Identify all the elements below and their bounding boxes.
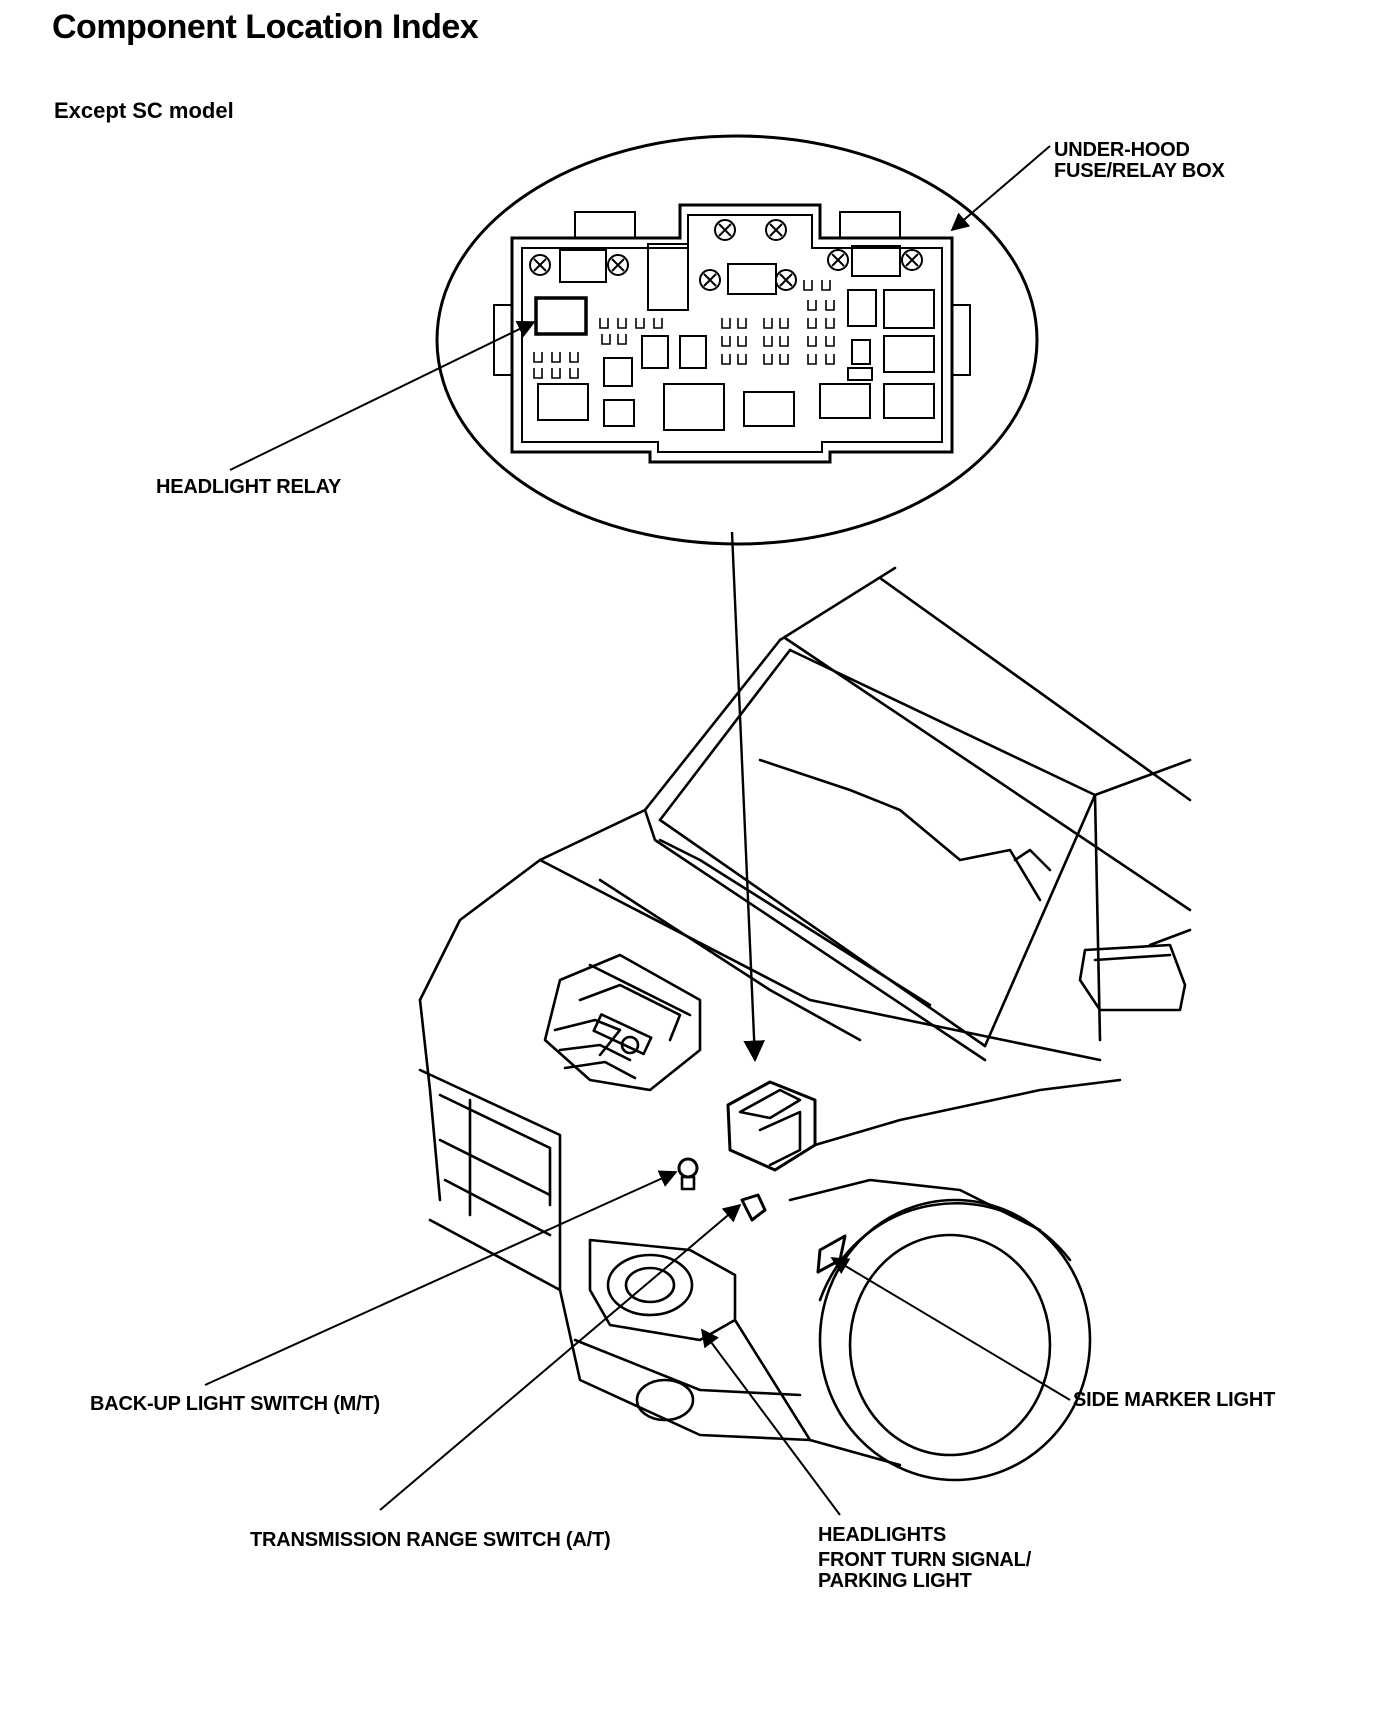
vehicle-drawing [418,566,1192,1482]
label-backup-light-switch: BACK-UP LIGHT SWITCH (M/T) [90,1393,380,1415]
leader-headlights [700,1328,841,1516]
leader-fuse-box-to-vehicle [730,531,765,1063]
label-side-marker-light: SIDE MARKER LIGHT [1073,1389,1276,1411]
leader-fuse-box [950,145,1051,232]
leader-side-marker-light [830,1257,1071,1401]
label-under-hood-fuse-relay-box: UNDER-HOOD FUSE/RELAY BOX [1054,140,1225,182]
label-fuse-box-line1: UNDER-HOOD [1054,139,1190,161]
leader-headlight-relay [229,320,536,471]
fuse-box-detail [435,134,1039,546]
label-front-turn-line2: PARKING LIGHT [818,1570,972,1592]
callout-lines [204,145,1071,1516]
label-front-turn-line1: FRONT TURN SIGNAL/ [818,1549,1032,1571]
label-fuse-box-line2: FUSE/RELAY BOX [1054,160,1225,182]
leader-backup-light-switch [204,1170,678,1386]
label-transmission-range-switch: TRANSMISSION RANGE SWITCH (A/T) [250,1529,611,1551]
label-headlight-relay: HEADLIGHT RELAY [156,476,342,498]
label-headlights-line: HEADLIGHTS [818,1524,947,1546]
page-subtitle: Except SC model [54,98,234,123]
label-headlights: HEADLIGHTS FRONT TURN SIGNAL/ PARKING LI… [818,1525,1031,1592]
page-title: Component Location Index [52,8,479,46]
leader-transmission-range-switch [379,1203,742,1511]
